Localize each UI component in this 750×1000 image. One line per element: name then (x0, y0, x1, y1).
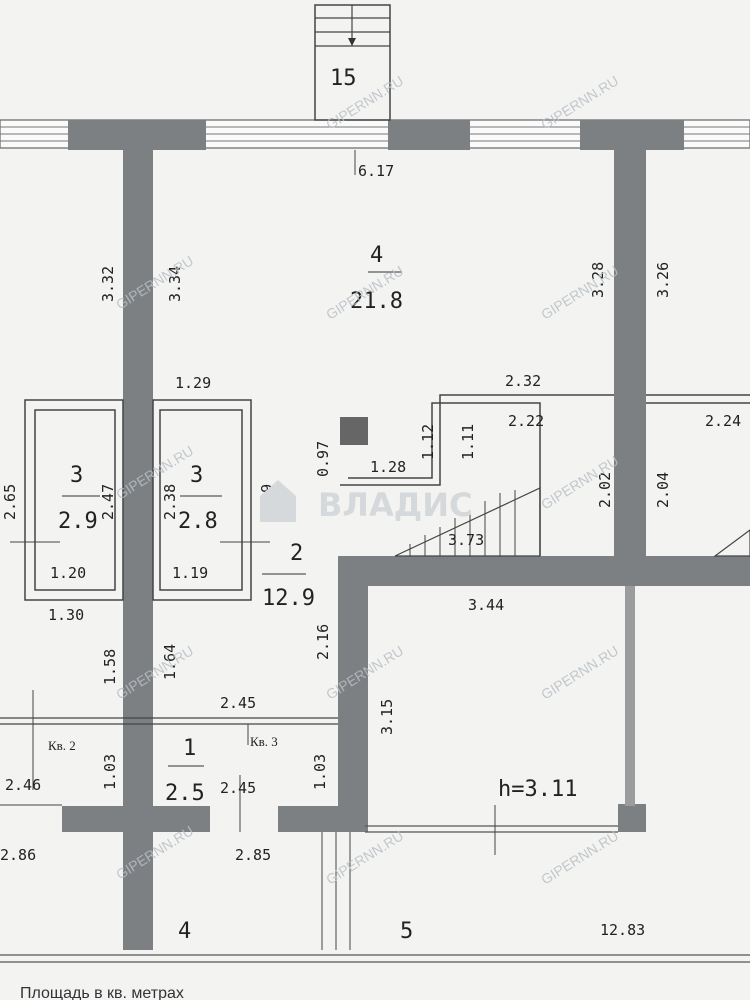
dim-2-02: 2.02 (596, 472, 614, 508)
dim-0-97: 0.97 (314, 441, 332, 477)
room-3b-area: 2.8 (178, 509, 218, 534)
dim-2-46: 2.46 (5, 776, 41, 794)
dim-2-38: 2.38 (161, 484, 179, 520)
dim-2-65: 2.65 (1, 484, 19, 520)
dim-1-03-left: 1.03 (101, 754, 119, 790)
dim-12-83: 12.83 (600, 921, 645, 939)
house-icon (260, 480, 296, 522)
vertical-dimensions: 3.32 3.34 3.28 3.26 0.97 1.12 1.11 2.65 … (1, 262, 672, 790)
stair-15 (314, 4, 391, 121)
dim-3-32: 3.32 (99, 266, 117, 302)
dim-6-17: 6.17 (358, 162, 394, 180)
dim-2-85: 2.85 (235, 846, 271, 864)
apt-3-label: Кв. 3 (250, 734, 278, 749)
dim-1-30: 1.30 (48, 606, 84, 624)
dim-3-44: 3.44 (468, 596, 504, 614)
dim-1-19: 1.19 (172, 564, 208, 582)
room-3a-area: 2.9 (58, 509, 98, 534)
dim-1-58: 1.58 (101, 649, 119, 685)
interior-walls (62, 148, 750, 950)
room-15-number: 15 (330, 66, 357, 91)
notes: Кв. 2 Кв. 3 h=3.11 Площадь в кв. метрах (20, 734, 577, 1000)
apt-2-label: Кв. 2 (48, 738, 76, 753)
lower-lines (0, 150, 750, 963)
dim-2-45-top: 2.45 (220, 694, 256, 712)
dim-3-73: 3.73 (448, 531, 484, 549)
logo-text: ВЛАДИС (318, 486, 473, 524)
block-5-number: 5 (400, 919, 413, 944)
dim-2-45-bottom: 2.45 (220, 779, 256, 797)
dim-3-15: 3.15 (378, 699, 396, 735)
room-1-number: 1 (183, 736, 196, 761)
room-2-number: 2 (290, 541, 303, 566)
dim-1-20: 1.20 (50, 564, 86, 582)
room-4-area: 21.8 (350, 289, 403, 314)
room-labels: 15 4 21.8 3 2.9 3 2.8 2 12.9 1 2.5 4 5 (58, 66, 413, 944)
ceiling-height: h=3.11 (498, 777, 577, 802)
dim-2-86: 2.86 (0, 846, 36, 864)
dim-2-32: 2.32 (505, 372, 541, 390)
top-wall (0, 119, 750, 150)
bottom-caption: Площадь в кв. метрах (20, 985, 184, 1000)
dim-3-26: 3.26 (654, 262, 672, 298)
dim-3-28: 3.28 (589, 262, 607, 298)
room-3b-number: 3 (190, 463, 203, 488)
block-4-number: 4 (178, 919, 191, 944)
kitchen-outline (340, 394, 750, 556)
dim-1-03-right: 1.03 (311, 754, 329, 790)
dim-2-24: 2.24 (705, 412, 741, 430)
dim-2-22: 2.22 (508, 412, 544, 430)
hall-stair (394, 487, 750, 557)
dim-1-12: 1.12 (419, 424, 437, 460)
dim-2-16: 2.16 (314, 624, 332, 660)
dim-1-64: 1.64 (161, 644, 179, 680)
closets (24, 399, 252, 601)
dim-1-11: 1.11 (459, 424, 477, 460)
dim-1-28: 1.28 (370, 458, 406, 476)
dim-2-47: 2.47 (99, 484, 117, 520)
vladis-logo: ВЛАДИС (260, 480, 473, 524)
room-1-area: 2.5 (165, 781, 205, 806)
dim-2-04: 2.04 (654, 472, 672, 508)
room-4-number: 4 (370, 243, 383, 268)
room-2-area: 12.9 (262, 586, 315, 611)
dim-3-34: 3.34 (166, 266, 184, 302)
horizontal-dimensions: 6.17 1.29 2.32 2.22 2.24 1.28 3.73 1.20 … (0, 162, 741, 939)
dim-1-29: 1.29 (175, 374, 211, 392)
room-3a-number: 3 (70, 463, 83, 488)
